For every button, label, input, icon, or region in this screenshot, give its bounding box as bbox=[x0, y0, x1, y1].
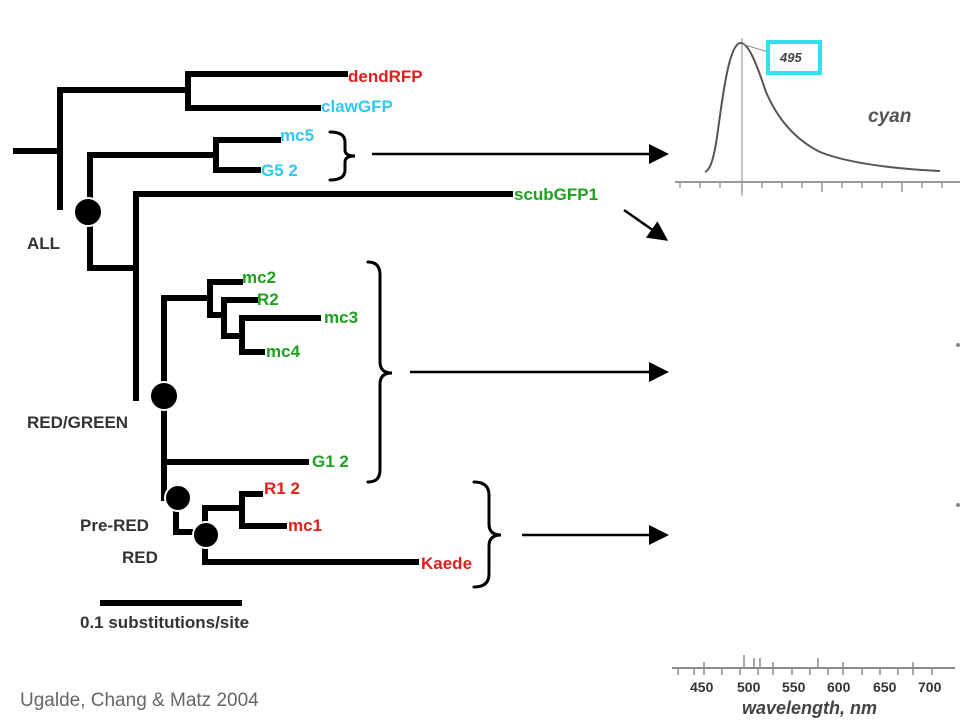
node-redgreen-marker bbox=[149, 381, 179, 411]
spectrum-axis-ticks-top bbox=[679, 182, 943, 192]
leaf-mc5: mc5 bbox=[280, 126, 314, 145]
node-all-marker bbox=[73, 197, 103, 227]
node-markers bbox=[73, 197, 220, 549]
arrow-scub bbox=[623, 208, 669, 241]
leaf-g1-2: G1 2 bbox=[312, 452, 349, 471]
node-label-pre-red: Pre-RED bbox=[80, 516, 149, 535]
edge-mark-1 bbox=[956, 343, 960, 347]
leaf-mc1: mc1 bbox=[288, 516, 322, 535]
leaf-kaede: Kaede bbox=[421, 554, 472, 573]
wavelength-tick-700: 700 bbox=[918, 679, 942, 695]
wavelength-tick-600: 600 bbox=[827, 679, 851, 695]
citation-credit: Ugalde, Chang & Matz 2004 bbox=[20, 690, 259, 711]
arrows bbox=[372, 144, 669, 545]
wavelength-tick-650: 650 bbox=[873, 679, 897, 695]
node-label-red-green: RED/GREEN bbox=[27, 413, 128, 432]
node-prered-marker bbox=[164, 484, 192, 512]
braces bbox=[328, 130, 502, 589]
spectrum-peak-leader bbox=[741, 43, 769, 53]
brace-red-group bbox=[472, 480, 502, 589]
spectrum-panel: 495 cyan bbox=[675, 30, 960, 507]
tree-branches bbox=[13, 71, 513, 565]
leaf-clawGFP: clawGFP bbox=[321, 97, 393, 116]
brace-mc-group bbox=[366, 260, 393, 484]
peak-label-box bbox=[766, 40, 822, 75]
spectrum-curve-cyan bbox=[704, 42, 941, 173]
leaf-dendRFP: dendRFP bbox=[348, 67, 423, 86]
wavelength-tick-450: 450 bbox=[690, 679, 714, 695]
scale-bar-label: 0.1 substitutions/site bbox=[80, 613, 249, 632]
leaf-r2: R2 bbox=[257, 290, 279, 309]
node-red-marker bbox=[192, 521, 220, 549]
leaf-labels: dendRFP clawGFP mc5 G5 2 scubGFP1 mc2 R2… bbox=[242, 67, 598, 573]
node-labels: ALL RED/GREEN Pre-RED RED bbox=[27, 234, 158, 567]
leaf-r1-2: R1 2 bbox=[264, 479, 300, 498]
wavelength-tick-550: 550 bbox=[782, 679, 806, 695]
edge-mark-2 bbox=[956, 503, 960, 507]
spectrum-series-name: cyan bbox=[868, 106, 911, 127]
leaf-scubGFP1: scubGFP1 bbox=[514, 185, 598, 204]
peak-label: 495 bbox=[779, 50, 802, 65]
node-label-red: RED bbox=[122, 548, 158, 567]
wavelength-axis: 450 500 550 600 650 700 wavelength, nm bbox=[672, 655, 955, 718]
wavelength-tick-500: 500 bbox=[737, 679, 761, 695]
leaf-mc2: mc2 bbox=[242, 268, 276, 287]
wavelength-axis-label: wavelength, nm bbox=[742, 698, 877, 718]
leaf-mc3: mc3 bbox=[324, 308, 358, 327]
leaf-mc4: mc4 bbox=[266, 342, 301, 361]
node-label-all: ALL bbox=[27, 234, 60, 253]
brace-mc5-g5 bbox=[328, 130, 356, 182]
leaf-g5-2: G5 2 bbox=[261, 161, 298, 180]
wavelength-ticks bbox=[677, 655, 933, 675]
